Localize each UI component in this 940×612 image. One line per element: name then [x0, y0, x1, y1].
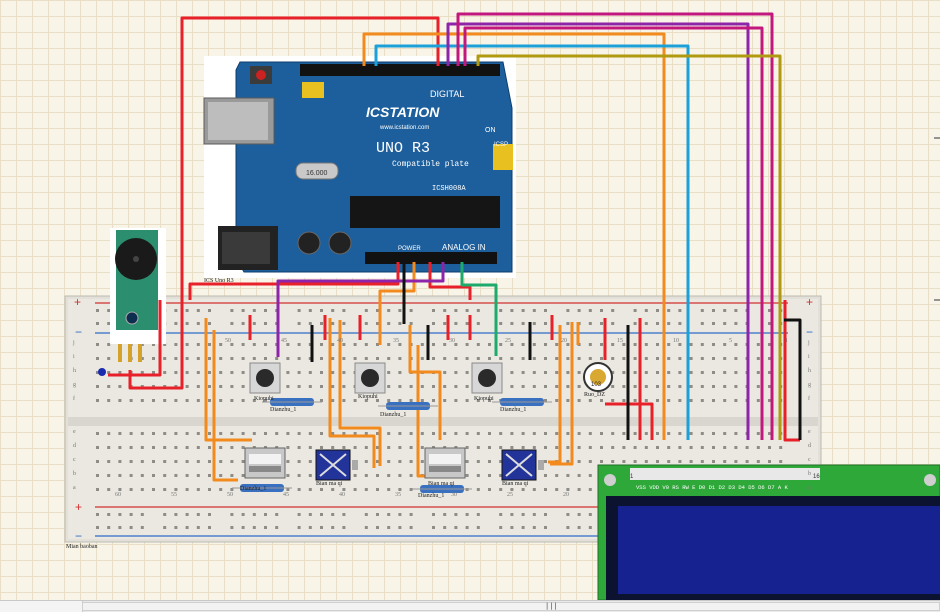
row-letter: e [808, 429, 811, 435]
digital-label: DIGITAL [430, 89, 464, 99]
board-model: UNO R3 [376, 140, 430, 157]
row-letter: c [73, 457, 76, 463]
column-number: 30 [449, 338, 455, 344]
row-letter: a [808, 485, 811, 491]
breadboard-caption: Mian baoban [66, 544, 98, 550]
row-letter: d [73, 443, 76, 449]
board-caption: ICS Uno R3 [204, 278, 234, 284]
board-brand: ICSTATION [366, 104, 440, 120]
row-letter: f [808, 396, 810, 402]
encoder-label: Bian ma qi [428, 481, 455, 487]
lcd-pin-last: 16 [813, 474, 820, 480]
column-number: 20 [563, 492, 569, 498]
column-number: 40 [339, 492, 345, 498]
resistor-label: Dianzhu_1 [418, 493, 445, 499]
column-number: 10 [673, 338, 679, 344]
scrollbar-grip-icon: ||| [545, 602, 558, 610]
row-letter: j [73, 340, 75, 346]
svg-text:−: − [75, 325, 82, 339]
row-letter: h [808, 368, 811, 374]
encoder-label: Bian ma qi [502, 481, 529, 487]
button-label: Kiopuhi [254, 396, 274, 402]
column-number: 20 [561, 338, 567, 344]
row-letter: e [73, 429, 76, 435]
column-number: 25 [507, 492, 513, 498]
resistor-label: Dianzhu_1 [380, 412, 407, 418]
column-number: 30 [451, 492, 457, 498]
column-number: 15 [617, 338, 623, 344]
horizontal-scrollbar[interactable]: ||| [0, 600, 940, 612]
pot-value-label: 103 [591, 382, 602, 388]
potentiometer-label: Ruo_DZ [584, 392, 605, 398]
column-number: 25 [505, 338, 511, 344]
row-letter: b [808, 471, 811, 477]
column-number: 40 [337, 338, 343, 344]
scroll-left-area[interactable] [0, 601, 83, 612]
scrollbar-thumb[interactable] [82, 602, 940, 611]
resistor-label: Dianzhu_1 [240, 486, 267, 492]
power-label: POWER [398, 246, 421, 252]
row-letter: d [808, 443, 811, 449]
svg-text:+: + [806, 295, 813, 309]
column-number: 50 [225, 338, 231, 344]
column-number: 45 [281, 338, 287, 344]
board-subtitle: Compatible plate [392, 160, 469, 169]
breadboard: + + − − + − [64, 295, 822, 543]
svg-text:+: + [75, 500, 82, 514]
column-number: 35 [395, 492, 401, 498]
column-number: 1 [785, 338, 788, 344]
row-letter: i [73, 354, 75, 360]
lcd-pin-labels: VSS VDD V0 RS RW E D0 D1 D2 D3 D4 D5 D6 … [636, 484, 789, 491]
row-letter: c [808, 457, 811, 463]
column-number: 50 [227, 492, 233, 498]
wiring [108, 12, 802, 482]
row-letter: i [808, 354, 810, 360]
row-letter: b [73, 471, 76, 477]
row-letter: g [808, 382, 811, 388]
board-chip-label: ICSH008A [432, 185, 466, 193]
resistor-label: Dianzhu_1 [500, 407, 527, 413]
buzzer-module [98, 228, 166, 376]
lcd-module: VSS VDD V0 RS RW E D0 D1 D2 D3 D4 D5 D6 … [597, 464, 940, 600]
analog-label: ANALOG IN [442, 243, 486, 252]
row-letter: a [73, 485, 76, 491]
potentiometer: 103 [583, 362, 613, 392]
resistor-label: Dianzhu_1 [270, 407, 297, 413]
svg-text:−: − [75, 529, 82, 543]
column-number: 35 [393, 338, 399, 344]
column-number: 5 [729, 338, 732, 344]
column-number: 60 [115, 492, 121, 498]
lcd-pin-first: 1 [630, 474, 634, 480]
row-letter: j [808, 340, 810, 346]
encoders [244, 447, 544, 481]
row-letter: h [73, 368, 76, 374]
arduino-board: 16.000 ICSTATION www.icstation.com UNO R… [203, 56, 516, 278]
on-led-label: ON [485, 127, 496, 134]
icsp-label: ICSP [494, 142, 508, 148]
crystal-label: 16.000 [306, 170, 328, 177]
row-letter: g [73, 382, 76, 388]
column-number: 45 [283, 492, 289, 498]
resistors [232, 398, 552, 493]
button-label: Kiopuhi [358, 394, 378, 400]
button-label: Kiopuhi [474, 396, 494, 402]
encoder-label: Bian ma qi [316, 481, 343, 487]
column-number: 55 [171, 492, 177, 498]
svg-text:−: − [806, 325, 813, 339]
svg-text:+: + [74, 295, 81, 309]
push-buttons [249, 362, 503, 394]
board-url: www.icstation.com [379, 125, 429, 131]
row-letter: f [73, 396, 75, 402]
